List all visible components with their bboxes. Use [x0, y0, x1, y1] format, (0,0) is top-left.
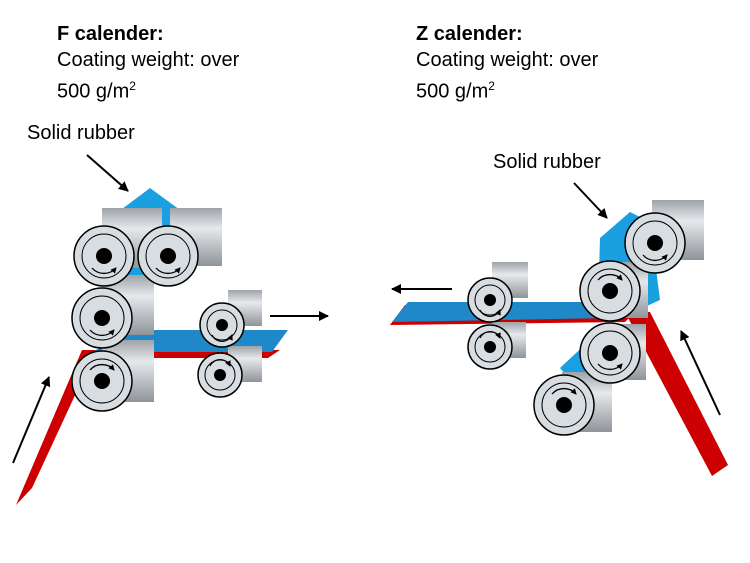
z-rotation-arrow-3: [597, 363, 623, 370]
z-roll-5: [467, 277, 513, 323]
z-roll-2: [579, 260, 641, 322]
z-rotation-arrow-4: [551, 388, 577, 395]
z-rotation-arrow-1: [642, 254, 668, 261]
z-roll-1: [624, 212, 686, 274]
z-calender-title: Z calender: Coating weight: over 500 g/m…: [416, 21, 598, 105]
f-calender-heading: F calender:: [57, 23, 164, 45]
f-solid-rubber-label: Solid rubber: [27, 122, 135, 144]
f-roll-4: [71, 350, 133, 412]
f-calender-coating-line: Coating weight: over: [57, 49, 240, 71]
f-roll-2: [137, 225, 199, 287]
f-input-arrow: [12, 376, 51, 464]
z-calender-coating-line: Coating weight: over: [416, 49, 599, 71]
z-red-web-diag: [625, 312, 728, 476]
f-rotation-arrow-4: [89, 364, 115, 371]
f-rotation-arrow-2: [155, 267, 181, 274]
z-calender-group: [390, 182, 728, 476]
z-rotation-arrow-6: [479, 330, 501, 339]
f-calender-group: [12, 154, 329, 505]
f-rotation-arrow-6: [209, 358, 231, 367]
f-rotation-arrow-1: [91, 267, 117, 274]
f-calender-title: F calender: Coating weight: over 500 g/m…: [57, 21, 239, 105]
f-calender-weight: 500 g/m2: [57, 79, 136, 103]
f-roll-3: [71, 287, 133, 349]
z-roll-4: [533, 374, 595, 436]
z-roll-3: [579, 322, 641, 384]
z-rubber-leader-arrow: [573, 182, 608, 219]
z-rotation-arrow-5: [479, 309, 501, 318]
z-calender-heading: Z calender:: [416, 23, 523, 45]
f-roll-1: [73, 225, 135, 287]
z-roll-6: [467, 324, 513, 370]
f-roll-6: [197, 352, 243, 398]
f-rotation-arrow-5: [211, 334, 233, 343]
f-roll-5: [199, 302, 245, 348]
f-rotation-arrow-3: [89, 329, 115, 336]
z-calender-weight: 500 g/m2: [416, 79, 495, 103]
z-rotation-arrow-2: [597, 274, 623, 281]
z-input-arrow: [680, 330, 721, 416]
z-solid-rubber-label: Solid rubber: [493, 151, 601, 173]
f-rubber-leader-arrow: [86, 154, 129, 192]
